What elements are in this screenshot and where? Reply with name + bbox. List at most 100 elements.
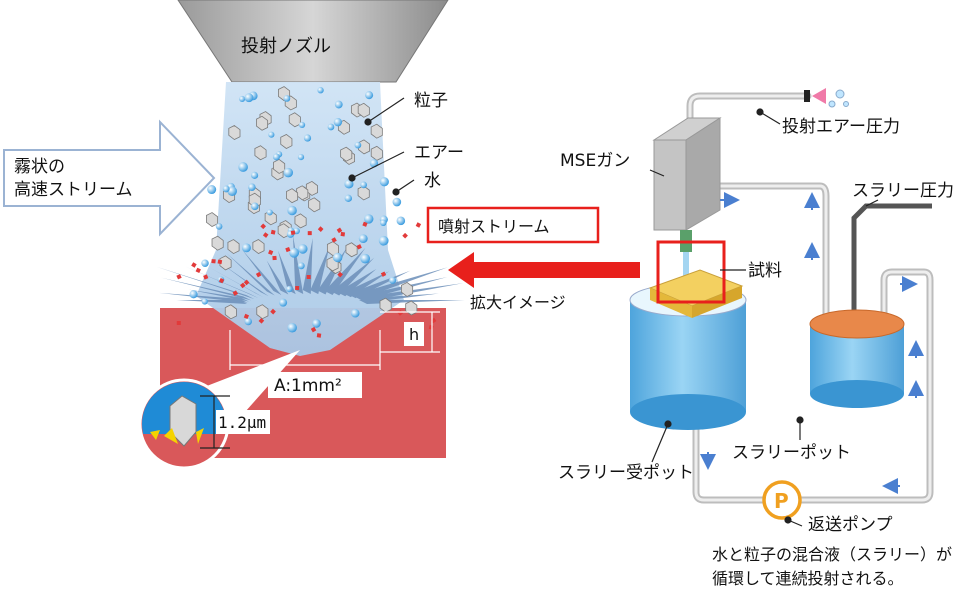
particle <box>256 115 269 131</box>
red-fragment <box>402 232 408 239</box>
water-drop <box>287 322 297 333</box>
water-drop <box>344 179 354 189</box>
water-drop <box>239 95 246 103</box>
water-drop <box>327 123 335 131</box>
nozzle <box>177 0 449 83</box>
splash-spike <box>266 260 289 295</box>
red-fragment <box>195 267 201 274</box>
particle <box>224 304 237 320</box>
caption-line-1: 水と粒子の混合液（スラリー）が <box>712 545 952 564</box>
red-fragment <box>316 333 322 338</box>
return-pump <box>762 480 802 520</box>
red-fragment <box>317 226 324 232</box>
water-drop <box>369 159 379 168</box>
sample-label: 試料 <box>748 261 782 281</box>
pump-symbol: P <box>774 489 789 513</box>
splash-spike <box>342 271 390 298</box>
water-drop <box>244 317 252 326</box>
air-inlet <box>804 90 810 102</box>
splash-spike <box>159 292 248 303</box>
leader-lines-right <box>649 108 879 527</box>
particle-label: 粒子 <box>414 91 448 111</box>
water-drop <box>289 247 300 258</box>
water-drop <box>396 216 406 226</box>
splash-spike <box>176 300 247 304</box>
water-drop <box>201 298 208 305</box>
red-fragment <box>310 326 317 333</box>
water-drop <box>389 276 397 284</box>
red-fragment <box>258 318 265 324</box>
depth-dimension <box>380 311 440 353</box>
sample-highlight-box <box>656 240 726 304</box>
red-fragment <box>176 274 182 280</box>
area-dimension <box>229 330 381 370</box>
slurry-pot <box>809 309 905 408</box>
water-drop <box>215 223 223 230</box>
particle <box>340 146 353 162</box>
red-fragment <box>203 274 209 280</box>
particle <box>286 188 299 204</box>
water-drop <box>297 153 305 161</box>
particle <box>227 239 240 255</box>
splash-spike <box>351 267 448 300</box>
particle <box>219 255 232 271</box>
particle <box>296 185 309 201</box>
water-drop <box>332 252 343 263</box>
return-pump-label: 返送ポンプ <box>808 515 893 535</box>
water-drop <box>297 244 308 254</box>
red-fragment <box>243 313 250 320</box>
water-drop <box>286 285 293 293</box>
particle <box>326 241 339 257</box>
red-fragment <box>337 271 343 278</box>
gun-stream <box>683 252 689 292</box>
air-pressure-label: 投射エアー圧力 <box>782 117 900 137</box>
water-drop <box>378 235 389 246</box>
splash-spike <box>337 268 377 297</box>
red-fragment <box>362 221 368 227</box>
particle <box>228 125 241 140</box>
water-drop <box>248 183 256 191</box>
red-fragment <box>176 320 181 326</box>
splash-spike <box>161 277 252 301</box>
water-drop <box>297 262 305 270</box>
mist-stream-label-1: 霧状の <box>14 157 65 177</box>
red-fragment <box>290 230 296 235</box>
water-drop <box>312 319 321 328</box>
receiver-pot <box>629 283 747 430</box>
red-fragment <box>262 232 269 238</box>
splash-spike <box>241 249 282 295</box>
slurry-pressure-label: スラリー圧力 <box>852 181 954 201</box>
particle <box>252 239 265 254</box>
water-drop <box>354 141 362 149</box>
splash-spike <box>208 266 264 298</box>
water-drop <box>334 100 343 109</box>
particle <box>206 212 219 228</box>
particle <box>357 102 370 118</box>
red-fragment <box>331 237 337 243</box>
particle <box>308 197 321 213</box>
slurry-pot-label: スラリーポット <box>732 443 851 463</box>
magnified-view <box>138 378 230 470</box>
water-drop <box>222 185 230 193</box>
red-fragment <box>380 271 387 277</box>
water-drops <box>189 87 406 333</box>
red-fragment <box>217 259 223 265</box>
splash-spike <box>354 277 448 301</box>
water-drop <box>303 134 312 142</box>
magnify-arrow <box>448 252 640 288</box>
jet-stream-label: 噴射ストリーム <box>438 217 550 236</box>
splash-spike <box>188 289 249 302</box>
red-fragment <box>272 255 277 261</box>
splash-spike <box>156 266 255 300</box>
water-drop <box>241 243 251 253</box>
water-drop <box>238 162 248 172</box>
water-label: 水 <box>424 171 441 191</box>
red-fragment <box>270 229 276 235</box>
particle-size-dimension <box>200 395 230 449</box>
water-drop <box>358 234 368 244</box>
red-fragment <box>340 231 346 237</box>
water-drop <box>360 253 371 264</box>
air-pink-arrow <box>812 88 826 104</box>
water-drop <box>344 194 352 203</box>
water-drop <box>317 87 324 94</box>
